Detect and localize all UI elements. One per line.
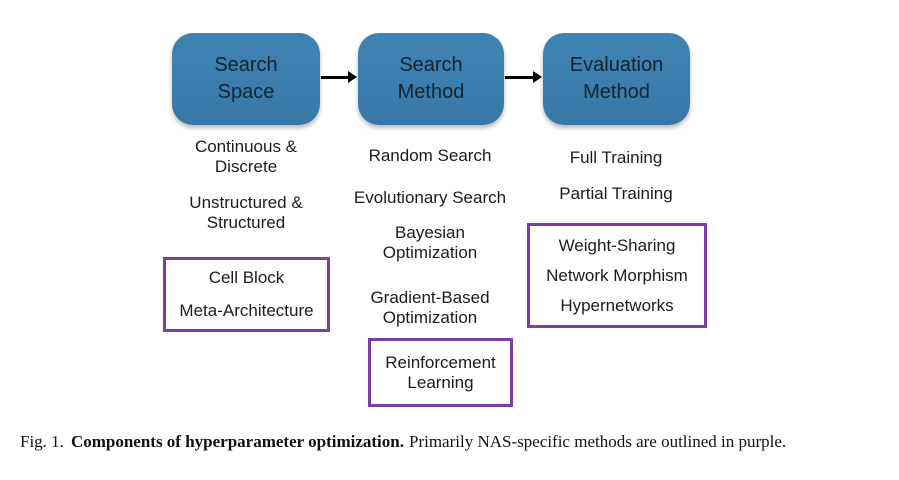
flow-box-search-method: Search Method (358, 33, 504, 125)
search-space-item-continuous-discrete: Continuous & Discrete (194, 137, 298, 176)
evaluation-method-outlined-item-network-morphism: Network Morphism (546, 265, 688, 285)
search-space-item-unstructured-structured: Unstructured & Structured (189, 193, 303, 232)
flow-box-evaluation-method: Evaluation Method (543, 33, 690, 125)
evaluation-method-outlined-item-weight-sharing: Weight-Sharing (558, 235, 676, 255)
figure-caption-text: Primarily NAS-specific methods are outli… (408, 432, 787, 451)
search-method-item-evolutionary-search: Evolutionary Search (353, 188, 507, 207)
figure-caption-title: Components of hyperparameter optimizatio… (70, 432, 404, 451)
arrow-right-icon-1 (321, 71, 357, 83)
search-method-item-random-search: Random Search (368, 146, 492, 165)
search-method-item-gradient-based-optimization: Gradient-Based Optimization (370, 288, 490, 327)
search-method-item-bayesian-optimization: Bayesian Optimization (382, 223, 478, 262)
search-space-outlined-item-meta-architecture: Meta-Architecture (179, 301, 314, 320)
evaluation-method-item-full-training: Full Training (569, 148, 663, 167)
figure-caption: Fig. 1. Components of hyperparameter opti… (20, 431, 888, 453)
outlined-group-evaluation-method: Weight-Sharing Network Morphism Hypernet… (527, 223, 707, 328)
outlined-group-search-method: Reinforcement Learning (368, 338, 513, 407)
figure-caption-label: Fig. 1. (20, 432, 64, 451)
outlined-group-search-space: Cell Block Meta-Architecture (163, 257, 330, 332)
flow-box-search-space: Search Space (172, 33, 320, 125)
search-space-outlined-item-cell-block: Cell Block (208, 268, 285, 287)
evaluation-method-item-partial-training: Partial Training (559, 184, 673, 203)
arrow-right-icon-2 (505, 71, 542, 83)
evaluation-method-outlined-item-hypernetworks: Hypernetworks (560, 295, 674, 315)
search-method-outlined-item-reinforcement-learning: Reinforcement Learning (385, 352, 496, 392)
